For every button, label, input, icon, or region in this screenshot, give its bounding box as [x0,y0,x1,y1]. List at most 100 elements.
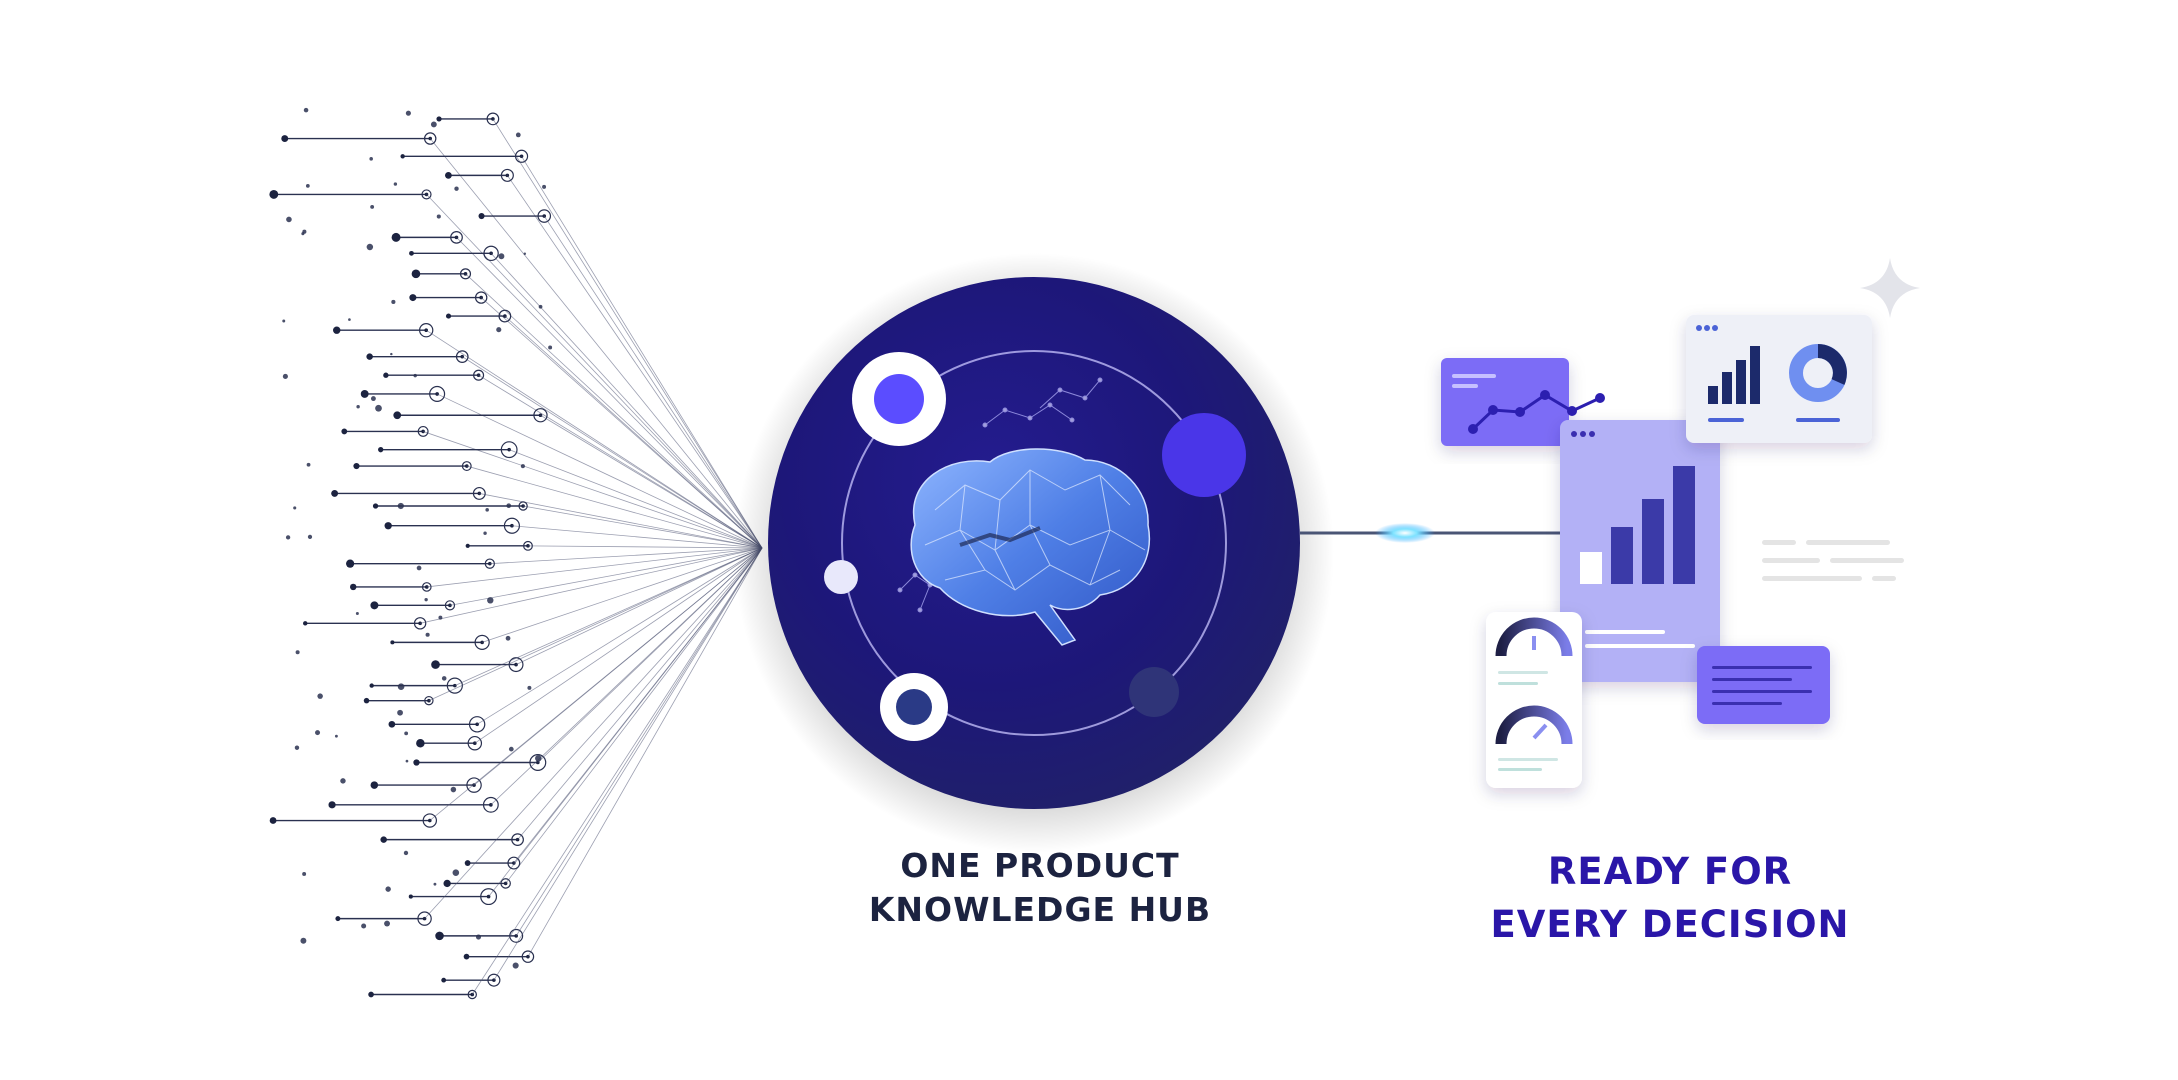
data-dot [445,313,452,319]
scatter-dot [487,597,494,604]
data-node [455,350,469,363]
data-node [444,600,456,611]
data-ray [424,547,763,919]
scatter-dot [436,214,441,219]
list-card [1697,646,1830,724]
data-dot [331,489,339,497]
scatter-dot [416,565,422,571]
data-ray [492,118,763,549]
scatter-dot [361,923,367,929]
scatter-dot [385,886,391,892]
data-node [473,369,485,381]
data-ray [454,547,763,686]
scatter-dot [413,373,417,378]
data-dot [335,916,341,922]
data-node [498,309,512,323]
bar-chart-panel [1560,420,1720,682]
data-dot [303,621,308,626]
scatter-dot [454,186,459,191]
output-caption-line1: READY FOR [1547,850,1793,893]
scatter-dot [282,319,286,323]
scatter-dot [475,934,482,940]
scatter-dot [286,216,292,223]
data-node [500,168,514,182]
data-dot [444,171,452,179]
scatter-dot [294,745,300,750]
data-ray [465,273,763,549]
hub-orbit [841,350,1227,736]
data-node [537,209,552,223]
scatter-dot [450,786,457,793]
scatter-dot [307,534,313,540]
data-dot [411,269,421,279]
output-caption: READY FOR EVERY DECISION [1380,845,1960,951]
data-node [413,617,427,630]
data-dot [478,213,485,220]
data-ray [462,356,763,549]
data-node [461,461,472,472]
data-node [429,385,446,402]
data-ray [436,393,763,549]
data-dot [368,991,374,998]
data-ray [505,547,763,884]
data-ray [420,547,763,624]
data-ray [482,547,763,643]
scatter-dot [542,184,547,189]
data-dot [441,977,447,983]
scatter-dot [506,503,512,509]
scatter-dot [295,650,300,655]
data-node [450,230,463,244]
data-network [269,107,763,1000]
scatter-dot [334,734,338,738]
data-dot [416,738,425,748]
data-dot [380,836,387,843]
data-ray [527,545,763,549]
gauge-card [1486,612,1582,788]
scatter-dot [433,882,437,886]
data-dot [408,894,413,899]
data-ray [490,253,763,549]
data-node [509,928,524,943]
data-dot [378,446,384,453]
scatter-dot [523,252,527,255]
data-dot [388,720,396,728]
bar-chart-icon [1571,431,1695,648]
data-dot [370,601,379,610]
scatter-dot [306,462,311,467]
data-node [503,517,520,534]
gauge-icon [1495,617,1573,771]
data-dot [349,583,357,591]
hub-caption-line1: ONE PRODUCT [900,846,1180,885]
data-node [474,291,488,304]
data-dot [328,801,336,809]
output-cards [1441,258,1920,788]
data-node [508,657,524,673]
data-dot [464,860,471,866]
scatter-dot [375,404,382,412]
orbit-planet [1162,413,1246,497]
scatter-dot [348,318,351,321]
data-dot [435,931,444,941]
data-node [500,441,518,459]
data-ray [511,525,763,549]
data-node [459,268,472,280]
scatter-dot [397,683,405,690]
scatter-dot [390,352,393,356]
data-ray [429,547,763,821]
data-dot [391,232,401,242]
data-node [466,777,482,793]
data-dot [463,953,470,960]
scatter-dot [369,157,373,161]
data-node [483,245,499,262]
data-node [421,582,432,592]
data-ray [471,547,763,995]
data-node [507,856,521,870]
data-dot [281,135,289,143]
data-node [468,716,486,733]
data-node [487,973,501,987]
data-dot [372,503,379,509]
scatter-dot [305,184,310,188]
data-node [529,754,547,771]
line-chart-card [1441,358,1569,446]
